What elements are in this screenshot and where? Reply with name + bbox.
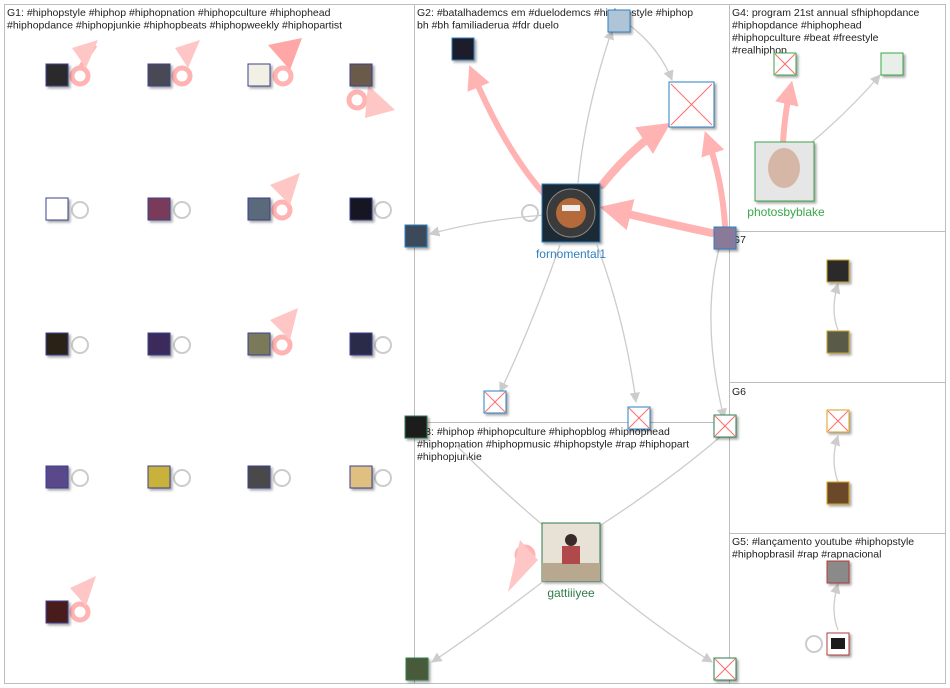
avatar-icon[interactable] [404, 224, 428, 248]
node-labels: fornomental1 gattiiiyee photosbyblake [536, 205, 825, 600]
missing-image-icon[interactable] [773, 52, 797, 76]
missing-image-icon[interactable] [483, 390, 507, 414]
avatar-icon[interactable] [826, 560, 850, 584]
group-box-g6 [729, 382, 946, 534]
node-label-photosbyblake: photosbyblake [747, 205, 825, 219]
edge [710, 244, 727, 420]
self-loop [69, 38, 538, 623]
g1-nodes [45, 63, 373, 624]
avatar-icon[interactable] [147, 63, 171, 87]
group-label-g6: G6 [732, 386, 746, 398]
g7-nodes [826, 259, 850, 354]
g4-nodes [754, 52, 904, 202]
avatar-icon[interactable] [45, 63, 69, 87]
missing-image-icon[interactable] [826, 409, 850, 433]
avatar-icon[interactable] [147, 465, 171, 489]
group-label-g5: G5: #lançamento youtube #hiphopstyle #hi… [732, 536, 917, 561]
edge [467, 65, 548, 198]
node-label-fornomental1: fornomental1 [536, 247, 606, 261]
avatar-icon[interactable] [451, 37, 475, 61]
edge [428, 214, 546, 237]
group-label-g4: G4: program 21st annual sfhiphopdance #h… [732, 7, 922, 57]
fornomental1-node[interactable] [541, 183, 601, 243]
edge [830, 583, 841, 631]
avatar-icon[interactable] [607, 9, 631, 33]
edge [830, 435, 840, 483]
avatar-icon[interactable] [45, 332, 69, 356]
group-box-g5 [729, 533, 946, 684]
edge [811, 74, 881, 143]
avatar-icon[interactable] [713, 226, 737, 250]
group-labels: G1: #hiphopstyle #hiphop #hiphopnation #… [7, 7, 922, 561]
edge [775, 80, 799, 145]
avatar-icon[interactable] [147, 332, 171, 356]
group-label-g2: G2: #batalhademcs em #duelodemcs #hiphop… [417, 7, 696, 32]
avatar-icon[interactable] [45, 197, 69, 221]
avatar-icon[interactable] [147, 197, 171, 221]
avatar-icon[interactable] [349, 197, 373, 221]
edge [499, 244, 561, 393]
avatar-icon[interactable] [247, 197, 271, 221]
missing-image-icon[interactable] [713, 657, 737, 681]
avatar-icon[interactable] [247, 465, 271, 489]
edge [599, 199, 716, 237]
missing-image-icon[interactable] [713, 414, 737, 438]
group-label-g1: G1: #hiphopstyle #hiphop #hiphopnation #… [7, 7, 342, 32]
missing-image-icon[interactable] [627, 406, 651, 430]
avatar-icon[interactable] [880, 52, 904, 76]
missing-image-icon[interactable] [668, 81, 715, 128]
edge [454, 443, 546, 528]
avatar-icon[interactable] [45, 465, 69, 489]
avatar-icon[interactable] [826, 330, 850, 354]
avatar-icon[interactable] [45, 600, 69, 624]
edge [577, 29, 614, 184]
edge [701, 130, 728, 228]
edge [597, 436, 721, 528]
thin-edges [428, 21, 881, 663]
edge [830, 283, 841, 331]
edge [598, 122, 671, 189]
gattiiiyee-node[interactable] [541, 522, 601, 582]
group-label-g3: G3: #hiphop #hiphopculture #hiphopblog #… [417, 426, 692, 463]
photosbyblake-node[interactable] [754, 141, 815, 202]
edge [431, 579, 546, 663]
avatar-icon[interactable] [826, 259, 850, 283]
avatar-icon[interactable] [826, 481, 850, 505]
edge [599, 579, 713, 663]
thick-edges [467, 65, 799, 237]
node-label-gattiiiyee: gattiiiyee [547, 586, 595, 600]
avatar-icon[interactable] [247, 332, 271, 356]
avatar-icon[interactable] [826, 632, 850, 656]
avatar-icon[interactable] [404, 415, 428, 439]
avatar-icon[interactable] [405, 657, 429, 681]
g6-nodes [826, 409, 850, 505]
avatar-icon[interactable] [349, 332, 373, 356]
edge [596, 244, 640, 404]
edge [624, 21, 674, 81]
g5-nodes [826, 560, 850, 656]
self-loops [69, 38, 823, 653]
avatar-icon[interactable] [247, 63, 271, 87]
avatar-icon[interactable] [349, 63, 373, 87]
group-boxes [4, 4, 946, 684]
g3-nodes [404, 414, 737, 681]
avatar-icon[interactable] [349, 465, 373, 489]
self-loop-gray [71, 201, 823, 653]
g2-nodes [404, 9, 737, 430]
group-box-g7 [729, 231, 946, 383]
